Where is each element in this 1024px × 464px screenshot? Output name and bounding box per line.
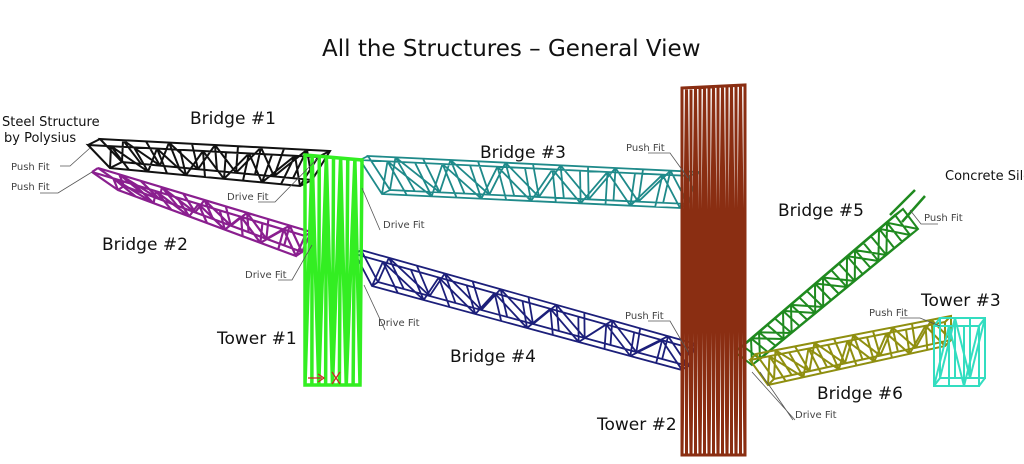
drive-fit-bridge1: Drive Fit [227, 192, 269, 203]
push-fit-bridge5: Push Fit [924, 213, 963, 224]
push-fit-bridge3: Push Fit [626, 143, 665, 154]
label-steel-structure: Steel Structure [2, 115, 100, 130]
push-fit-bridge2: Push Fit [11, 182, 50, 193]
tower-3 [933, 317, 986, 387]
bridge-6 [748, 314, 952, 387]
push-fit-bridge1: Push Fit [11, 162, 50, 173]
concrete-silo-connector [889, 189, 926, 223]
push-fit-bridge4: Push Fit [625, 311, 664, 322]
label-bridge-4: Bridge #4 [450, 347, 536, 367]
drive-fit-bridge3: Drive Fit [383, 220, 425, 231]
label-bridge-5: Bridge #5 [778, 201, 864, 221]
axis-marker-icon [308, 371, 341, 385]
drive-fit-bridge2: Drive Fit [245, 270, 287, 281]
tower-2 [680, 83, 747, 457]
bridge-5 [733, 207, 920, 367]
label-by-polysius: by Polysius [4, 131, 76, 146]
label-bridge-2: Bridge #2 [102, 235, 188, 255]
bridge-1 [85, 137, 332, 188]
label-tower-3: Tower #3 [920, 291, 1001, 311]
label-bridge-3: Bridge #3 [480, 143, 566, 163]
drive-fit-bridge4: Drive Fit [378, 318, 420, 329]
bridge-3 [358, 155, 700, 209]
diagram-title: All the Structures – General View [322, 36, 701, 62]
tower-1 [303, 153, 364, 387]
label-tower-1: Tower #1 [216, 329, 297, 349]
bridge-2 [91, 166, 313, 258]
drive-fit-bridge5-6: Drive Fit [795, 410, 837, 421]
label-concrete-silo: Concrete Silo [945, 169, 1024, 184]
label-tower-2: Tower #2 [596, 415, 677, 435]
label-bridge-6: Bridge #6 [817, 384, 903, 404]
label-bridge-1: Bridge #1 [190, 109, 276, 129]
push-fit-bridge6: Push Fit [869, 308, 908, 319]
